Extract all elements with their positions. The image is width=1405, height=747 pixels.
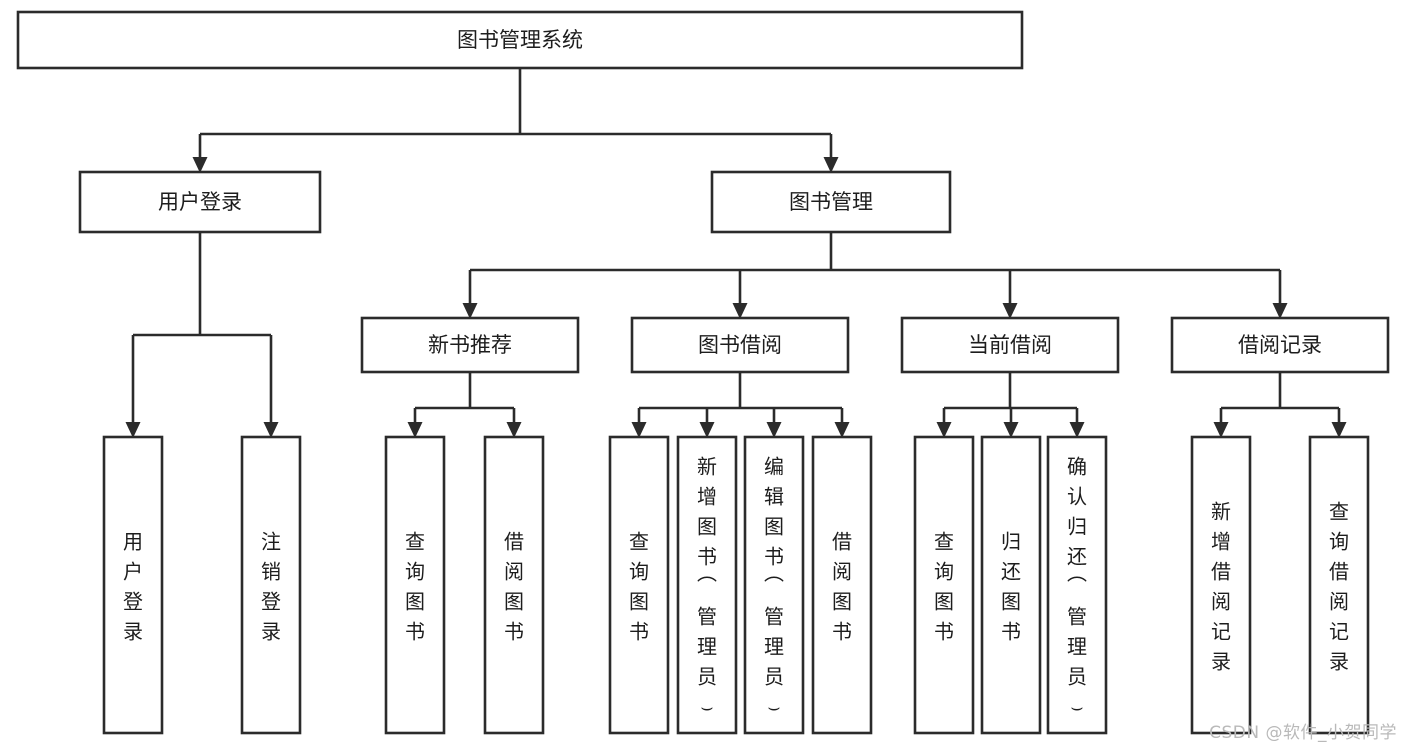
watermark-label: CSDN @软件_小贺同学 [1209, 723, 1397, 743]
connector-root-to-n_user_login [192, 134, 208, 173]
node-label: 查询借阅记录 [1329, 499, 1349, 673]
node-label: 查询图书 [934, 529, 954, 643]
node-l-cb-confirm[interactable]: 确认归还⌒管理员⌣ [1046, 435, 1108, 735]
node-label: 图书借阅 [698, 333, 782, 357]
node-label: 用户登录 [123, 529, 143, 643]
connector-n_book_manage-to-n_record [1272, 270, 1288, 319]
node-l-cb-return[interactable]: 归还图书 [980, 435, 1042, 735]
node-n-record[interactable]: 借阅记录 [1170, 316, 1390, 374]
node-n-book-manage[interactable]: 图书管理 [710, 170, 952, 234]
node-label: 查询图书 [629, 529, 649, 643]
node-label: 编辑图书⌒管理员⌣ [764, 454, 784, 718]
node-root[interactable]: 图书管理系统 [16, 10, 1024, 70]
node-label: 新增图书⌒管理员⌣ [697, 454, 717, 718]
edges-layer [125, 68, 1347, 438]
connector-n_current-to-l_cb_return [1003, 408, 1019, 438]
nodes-layer: 图书管理系统用户登录图书管理新书推荐图书借阅当前借阅借阅记录用户登录注销登录查询… [16, 10, 1390, 735]
edge-root-bus [200, 68, 831, 136]
connector-n_current-to-l_cb_query [936, 408, 952, 438]
node-l-rc-query[interactable]: 查询借阅记录 [1308, 435, 1370, 735]
connector-n_book_manage-to-n_borrow [732, 270, 748, 319]
edge-new-book-bus [415, 372, 514, 410]
connector-n_book_manage-to-n_current [1002, 270, 1018, 319]
node-label: 新增借阅记录 [1211, 499, 1231, 673]
node-l-bb-add[interactable]: 新增图书⌒管理员⌣ [676, 435, 738, 735]
node-label: 注销登录 [261, 529, 281, 643]
node-label: 借阅图书 [832, 529, 852, 643]
edge-borrow-bus [639, 372, 842, 410]
connector-n_new_book-to-l_nb_borrow [506, 408, 522, 438]
node-l-user-login[interactable]: 用户登录 [102, 435, 164, 735]
edge-record-bus [1221, 372, 1339, 410]
connector-n_borrow-to-l_bb_borrow [834, 408, 850, 438]
connector-n_current-to-l_cb_confirm [1069, 408, 1085, 438]
connector-n_record-to-l_rc_add [1213, 408, 1229, 438]
node-l-user-logout[interactable]: 注销登录 [240, 435, 302, 735]
connector-n_borrow-to-l_bb_query [631, 408, 647, 438]
node-l-rc-add[interactable]: 新增借阅记录 [1190, 435, 1252, 735]
node-n-borrow[interactable]: 图书借阅 [630, 316, 850, 374]
node-label: 借阅图书 [504, 529, 524, 643]
edge-current-bus [944, 372, 1077, 410]
node-label: 新书推荐 [428, 333, 512, 357]
connector-n_user_login-to-l_user_login [125, 335, 141, 438]
node-label: 用户登录 [158, 190, 242, 214]
node-l-bb-edit[interactable]: 编辑图书⌒管理员⌣ [743, 435, 805, 735]
node-label: 借阅记录 [1238, 333, 1322, 357]
node-n-new-book[interactable]: 新书推荐 [360, 316, 580, 374]
node-label: 图书管理系统 [457, 28, 583, 52]
connector-n_record-to-l_rc_query [1331, 408, 1347, 438]
node-label: 图书管理 [789, 190, 873, 214]
connector-n_new_book-to-l_nb_query [407, 408, 423, 438]
connector-root-to-n_book_manage [823, 134, 839, 173]
node-label: 归还图书 [1001, 529, 1021, 643]
node-n-current[interactable]: 当前借阅 [900, 316, 1120, 374]
node-label: 确认归还⌒管理员⌣ [1067, 454, 1087, 718]
connector-n_user_login-to-l_user_logout [263, 335, 279, 438]
edge-user-login-bus [133, 232, 271, 337]
connector-n_book_manage-to-n_new_book [462, 270, 478, 319]
node-label: 当前借阅 [968, 333, 1052, 357]
node-l-cb-query[interactable]: 查询图书 [913, 435, 975, 735]
node-l-nb-query[interactable]: 查询图书 [384, 435, 446, 735]
node-label: 查询图书 [405, 529, 425, 643]
node-n-user-login[interactable]: 用户登录 [78, 170, 322, 234]
node-l-bb-borrow[interactable]: 借阅图书 [811, 435, 873, 735]
connector-n_borrow-to-l_bb_add [699, 408, 715, 438]
node-l-bb-query[interactable]: 查询图书 [608, 435, 670, 735]
node-l-nb-borrow[interactable]: 借阅图书 [483, 435, 545, 735]
connector-n_borrow-to-l_bb_edit [766, 408, 782, 438]
edge-book-manage-bus [470, 232, 1280, 272]
